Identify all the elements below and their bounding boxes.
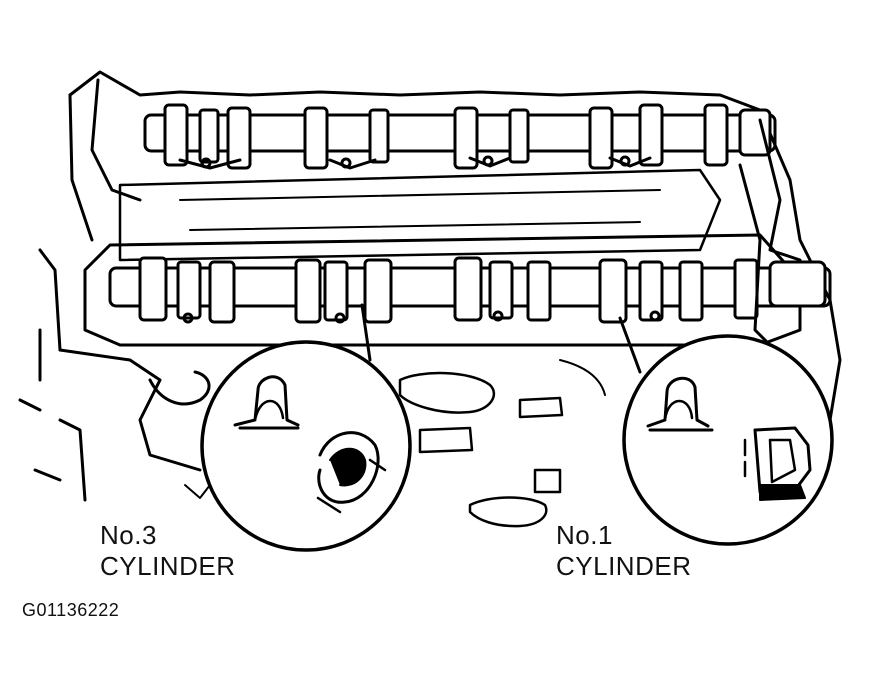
no1-cylinder-text-label: CYLINDER: [556, 551, 692, 581]
no3-cylinder-number-label: No.3: [100, 520, 157, 550]
no1-cylinder-number-label: No.1: [556, 520, 613, 550]
figure-id: G01136222: [22, 600, 120, 620]
no3-cylinder-text-label: CYLINDER: [100, 551, 236, 581]
